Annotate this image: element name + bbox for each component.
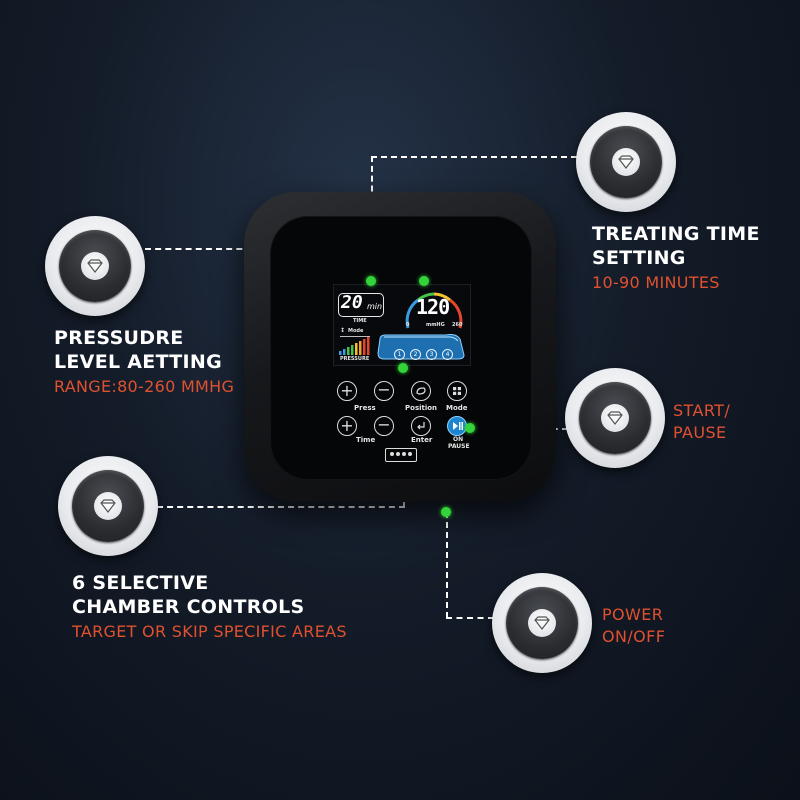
pressure-min: 0 (406, 322, 410, 328)
leg-chambers-icon (377, 334, 465, 360)
start-pause-line-2: PAUSE (673, 423, 727, 442)
on-label: ON (453, 436, 464, 443)
power-button (492, 573, 592, 673)
mode-button[interactable] (447, 381, 467, 401)
pressure-level-bars (339, 337, 370, 355)
minus-icon: − (377, 380, 391, 399)
indicator-dot-start (465, 423, 475, 433)
indicator-dot-chambers (398, 363, 408, 373)
pressure-value: 120 (416, 295, 450, 319)
time-minus-button[interactable]: − (374, 416, 394, 436)
enter-label: Enter (411, 436, 433, 444)
chamber-4: 4 (442, 349, 453, 360)
chambers-title-2: CHAMBER CONTROLS (72, 596, 305, 618)
time-label: TIME (353, 318, 367, 324)
chamber-controls-button (58, 456, 158, 556)
time-plus-button[interactable]: + (337, 416, 357, 436)
pressure-label: PRESSURE (340, 356, 370, 362)
start-pause-callout-button (565, 368, 665, 468)
time-unit: min (367, 302, 383, 311)
chamber-2: 2 (410, 349, 421, 360)
indicator-dot-power (441, 507, 451, 517)
indicator-dot-pressure (419, 276, 429, 286)
minus-icon: − (377, 415, 391, 434)
start-pause-button[interactable] (447, 416, 467, 436)
connector-line (446, 617, 494, 619)
treating-time-button (576, 112, 676, 212)
pressure-max: 260 (452, 322, 463, 328)
enter-icon (417, 422, 425, 430)
pressure-title-1: PRESSUDRE (54, 327, 184, 349)
press-plus-button[interactable]: + (337, 381, 357, 401)
power-line-2: ON/OFF (602, 627, 666, 646)
grid-icon (453, 387, 461, 395)
press-minus-button[interactable]: − (374, 381, 394, 401)
plus-icon: + (340, 381, 354, 400)
mode-label: Mode (348, 328, 364, 334)
treating-time-title-1: TREATING TIME (592, 223, 760, 245)
diamond-icon (534, 616, 550, 630)
mode-button-label: Mode (446, 404, 468, 412)
chambers-callout: 6 SELECTIVE CHAMBER CONTROLS TARGET OR S… (72, 571, 347, 643)
treating-time-title-2: SETTING (592, 247, 686, 269)
diamond-icon (100, 499, 116, 513)
pause-label: PAUSE (448, 443, 470, 450)
chamber-3: 3 (426, 349, 437, 360)
connector-line (446, 512, 448, 618)
play-pause-icon (453, 422, 463, 430)
pressure-range: RANGE:80-260 MMHG (54, 377, 235, 396)
time-label: Time (356, 436, 376, 444)
indicator-dot-time (366, 276, 376, 286)
power-callout: POWER ON/OFF (602, 604, 665, 648)
connector-line (157, 506, 405, 508)
power-line-1: POWER (602, 605, 664, 624)
pressure-callout: PRESSUDRE LEVEL AETTING RANGE:80-260 MMH… (54, 326, 234, 398)
press-label: Press (354, 404, 376, 412)
position-icon (416, 387, 426, 395)
time-value: 20 (341, 292, 363, 313)
enter-button[interactable] (411, 416, 431, 436)
mode-arrow-icon: ↕ (340, 327, 346, 334)
pressure-unit: mmHG (426, 322, 445, 328)
time-box: 20 min (338, 292, 384, 317)
start-pause-callout: START/ PAUSE (673, 400, 730, 444)
connector-line (371, 156, 577, 158)
treating-time-callout: TREATING TIME SETTING 10-90 MINUTES (592, 222, 760, 294)
pressure-gauge (405, 292, 463, 329)
pressure-level-button (45, 216, 145, 316)
air-connector-port (385, 448, 417, 462)
pressure-title-2: LEVEL AETTING (54, 351, 222, 373)
lcd-screen: 20 min TIME 120 0 mmHG 260 ↕ Mode PRESSU… (333, 284, 471, 366)
diamond-icon (607, 411, 623, 425)
chamber-1: 1 (394, 349, 405, 360)
diamond-icon (618, 155, 634, 169)
plus-icon: + (340, 416, 354, 435)
chambers-title-1: 6 SELECTIVE (72, 572, 209, 594)
diamond-icon (87, 259, 103, 273)
position-button[interactable] (411, 381, 431, 401)
treating-time-range: 10-90 MINUTES (592, 273, 720, 292)
mode-divider (340, 336, 370, 337)
start-pause-line-1: START/ (673, 401, 731, 420)
position-label: Position (405, 404, 438, 412)
chambers-sub: TARGET OR SKIP SPECIFIC AREAS (72, 622, 347, 641)
